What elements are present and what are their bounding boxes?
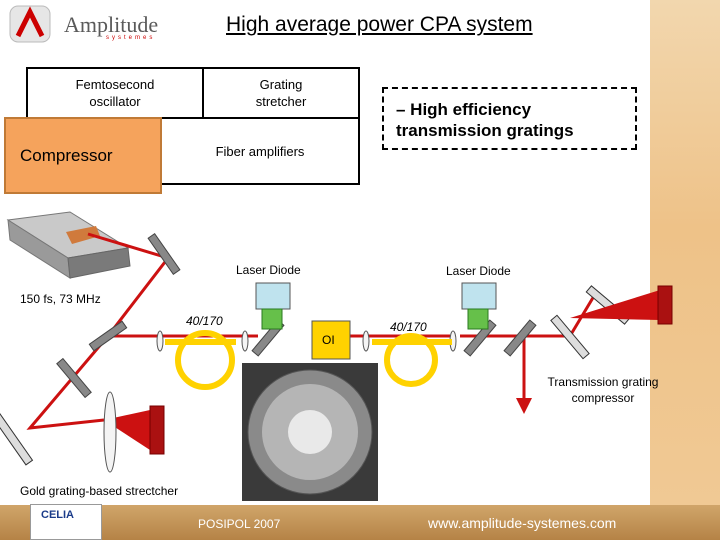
fiber-amplifiers-box: Fiber amplifiers [160, 117, 360, 185]
logo-subtext: systemes [106, 35, 156, 41]
fiber-1-label: 40/170 [186, 314, 223, 328]
stretcher-mirror [149, 405, 165, 455]
isolator-box [311, 320, 351, 360]
laser-diode-2-label: Laser Diode [446, 264, 511, 278]
right-accent-band [650, 0, 720, 505]
beam-path [26, 232, 596, 430]
oscillator-device-icon [6, 211, 131, 279]
laser-diode-1-label: Laser Diode [236, 263, 301, 277]
isolator-label: OI [322, 333, 335, 347]
conference-label: POSIPOL 2007 [198, 517, 281, 531]
page-title: High average power CPA system [226, 13, 533, 36]
amplitude-logo: Amplitude systemes [8, 4, 198, 44]
callout-text: – High efficiency transmission gratings [396, 100, 574, 140]
laser-diode-2-icon [461, 282, 497, 330]
stretcher-lens [103, 391, 117, 473]
website-url: www.amplitude-systemes.com [428, 515, 617, 531]
compressor-note-label: Transmission grating compressor [547, 375, 659, 405]
lenses [156, 330, 457, 352]
oscillator-box: Femtosecond oscillator [26, 67, 204, 119]
fiber-amplifiers-label: Fiber amplifiers [215, 143, 305, 159]
compressor-box: Compressor [4, 117, 162, 194]
output-arrow [516, 398, 532, 414]
celia-logo: CELIA [30, 504, 102, 540]
laser-diode-1-icon [255, 282, 291, 330]
stretcher-label: Grating stretcher [255, 77, 307, 109]
compressor-label: Compressor [20, 145, 113, 165]
stretcher-note-label: Gold grating-based strectcher [20, 484, 179, 498]
footer-bar [0, 505, 720, 540]
fiber-cross-section-image [242, 363, 378, 501]
callout-box: – High efficiency transmission gratings [382, 87, 637, 150]
compressor-beam-cone [570, 290, 660, 320]
compressor-mirror [657, 285, 673, 325]
amplitude-logo-icon [9, 5, 51, 43]
logo-text: Amplitude [64, 12, 159, 37]
stretcher-box: Grating stretcher [202, 67, 360, 119]
fiber-coils [165, 330, 452, 390]
fiber-2-label: 40/170 [390, 320, 427, 334]
rep-rate-label: 150 fs, 73 MHz [20, 292, 101, 306]
oscillator-label: Femtosecond oscillator [75, 77, 155, 109]
celia-logo-text: CELIA [41, 509, 74, 521]
